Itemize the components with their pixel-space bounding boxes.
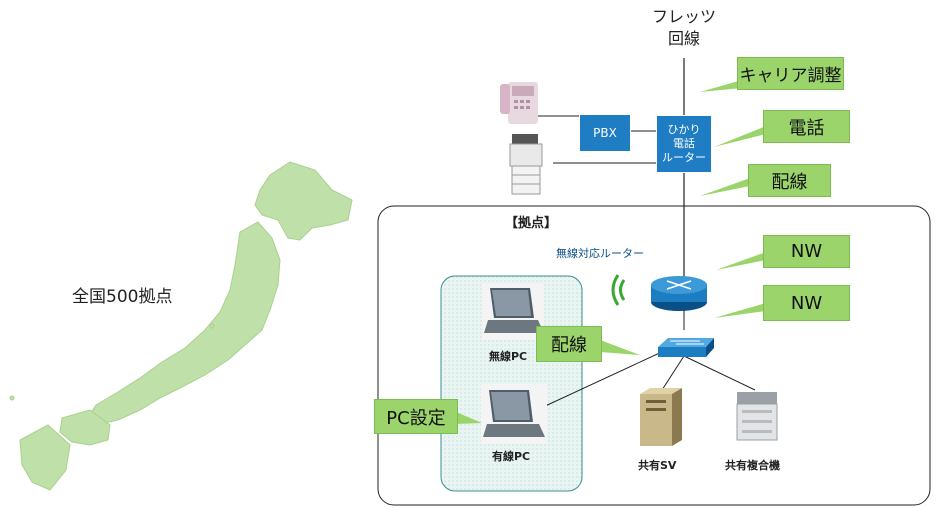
wifi-signal-icon — [611, 274, 626, 306]
callout-nw2: NW — [763, 285, 850, 321]
site-title: 【拠点】 — [505, 216, 558, 231]
wired-pc-label: 有線PC — [492, 450, 531, 463]
callout-wiring-inner: 配線 — [536, 326, 602, 362]
wired-laptop-icon — [481, 384, 547, 444]
router-icon — [651, 276, 707, 311]
hikari-router-box: ひかり 電話 ルーター — [656, 115, 712, 173]
callout-wiring-top: 配線 — [748, 164, 831, 197]
callout-carrier: キャリア調整 — [737, 57, 844, 90]
line-name-1: フレッツ — [651, 7, 716, 26]
map-caption: 全国500拠点 — [72, 287, 173, 307]
line-name: フレッツ 回線 — [646, 6, 722, 50]
line-name-2: 回線 — [667, 29, 700, 48]
callout-pc-setup: PC設定 — [374, 399, 458, 434]
mfp-label: 共有複合機 — [725, 459, 780, 472]
copier-icon — [509, 134, 543, 195]
router-line-3: ルーター — [662, 151, 706, 164]
router-line-2: 電話 — [673, 137, 695, 150]
server-icon — [640, 388, 682, 446]
switch-icon — [658, 338, 714, 357]
server-label: 共有SV — [638, 459, 677, 472]
wireless-pc-label: 無線PC — [489, 350, 528, 363]
japan-map — [9, 161, 353, 491]
pbx-box: PBX — [579, 114, 631, 152]
wireless-laptop-icon — [482, 284, 544, 340]
phone-icon — [500, 82, 538, 124]
router-line-1: ひかり — [667, 123, 701, 136]
mfp-icon — [736, 392, 778, 441]
wireless-router-label: 無線対応ルーター — [556, 247, 644, 260]
callout-nw1: NW — [763, 235, 850, 268]
callout-phone: 電話 — [763, 110, 850, 143]
